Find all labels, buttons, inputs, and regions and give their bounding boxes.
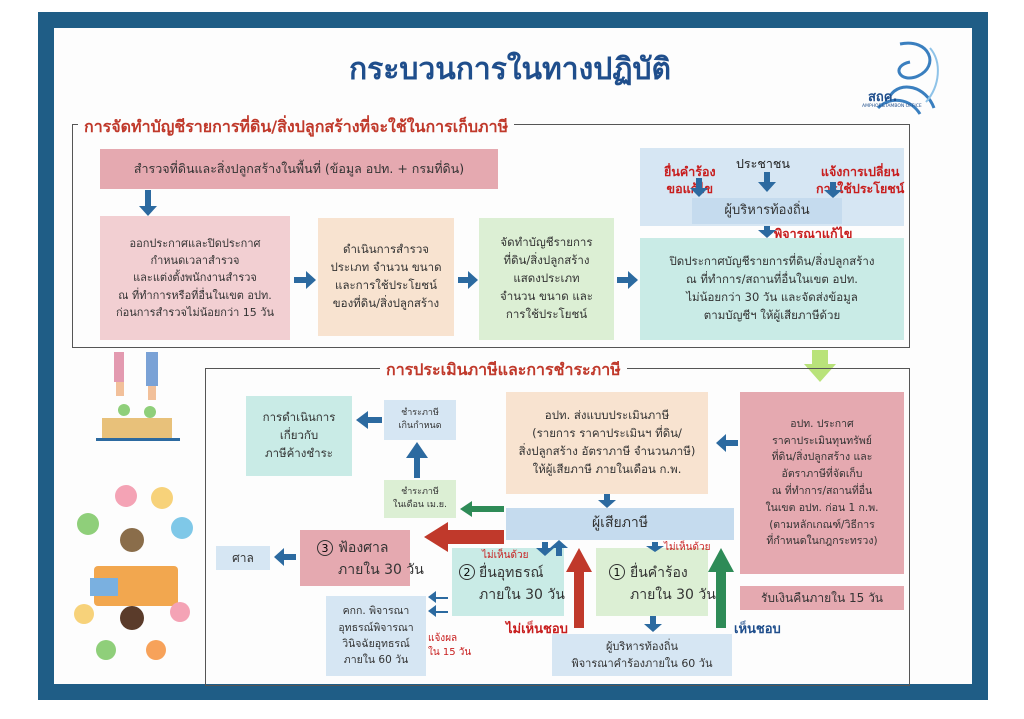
not-agree-label: ไม่เห็นชอบ [506, 622, 568, 637]
make-list-box: จัดทำบัญชีรายการ ที่ดิน/สิ่งปลูกสร้าง แส… [479, 218, 614, 340]
admin-consider-box: ผู้บริหารท้องถิ่น พิจารณาคำร้องภายใน 60 … [552, 634, 732, 676]
meeting-illustration [74, 485, 193, 660]
consider-fix-label: พิจารณาแก้ไข [774, 226, 853, 241]
pay-april-box: ชำระภาษี ในเดือน เม.ย. [384, 480, 456, 518]
taxpayer-box: ผู้เสียภาษี [506, 508, 734, 540]
page-title: กระบวนการในทางปฏิบัติ [348, 52, 672, 87]
refund-box: รับเงินคืนภายใน 15 วัน [740, 586, 904, 610]
agree-label: เห็นชอบ [734, 622, 781, 637]
section2-title: การประเมินภาษีและการชำระภาษี [380, 358, 627, 383]
arrears-box: การดำเนินการ เกี่ยวกับ ภาษีค้างชำระ [246, 396, 352, 476]
post-list-box: ปิดประกาศบัญชีรายการที่ดิน/สิ่งปลูกสร้าง… [640, 238, 904, 340]
announce-box: ออกประกาศและปิดประกาศ กำหนดเวลาสำรวจ และ… [100, 216, 290, 340]
appeal-court-box [300, 530, 410, 586]
committee-box: คกก. พิจารณา อุทธรณ์พิจารณา วินิจฉัยอุทธ… [326, 596, 426, 676]
survey-box: สำรวจที่ดินและสิ่งปลูกสร้างในพื้นที่ (ข้… [100, 149, 498, 189]
appeal-box [452, 548, 564, 616]
people-label: ประชาชน [736, 156, 790, 171]
appeal-label: ยื่นอุทธรณ์ ภายใน 30 วัน [479, 565, 565, 604]
section1-title: การจัดทำบัญชีรายการที่ดิน/สิ่งปลูกสร้างท… [78, 115, 515, 140]
logo-subtext: AMPHOE&TAMBON OFFICE [862, 104, 922, 109]
appeal-court-number: 3 [317, 540, 333, 556]
logo: สถค. AMPHOE&TAMBON OFFICE [860, 36, 950, 118]
logo-text: สถค. [868, 90, 898, 105]
conduct-survey-box: ดำเนินการสำรวจ ประเภท จำนวน ขนาด และการใ… [318, 218, 454, 336]
request-fix-label: ยื่นคำร้อง ขอแก้ไข [664, 164, 716, 196]
petition-label: ยื่นคำร้อง ภายใน 30 วัน [630, 565, 716, 604]
notify-result-label: แจ้งผล ใน 15 วัน [428, 633, 472, 658]
appeal-number: 2 [459, 564, 475, 580]
disagree-label-left: ไม่เห็นด้วย [482, 550, 529, 561]
local-admin-box: ผู้บริหารท้องถิ่น [692, 198, 842, 224]
petition-box [596, 548, 708, 616]
logo-swirl-icon [876, 41, 939, 115]
petition-number: 1 [609, 564, 625, 580]
announce-price-box: อปท. ประกาศ ราคาประเมินทุนทรัพย์ ที่ดิน/… [740, 392, 904, 574]
hands-money-illustration [96, 352, 180, 441]
notify-change-label: แจ้งการเปลี่ยน การใช้ประโยชน์ [816, 164, 905, 196]
assessment-box: อปท. ส่งแบบประเมินภาษี (รายการ ราคาประเม… [506, 392, 708, 494]
appeal-court-label: ฟ้องศาล ภายใน 30 วัน [338, 540, 424, 579]
disagree-label-right: ไม่เห็นด้วย [664, 542, 711, 553]
court-box: ศาล [216, 546, 270, 570]
pay-late-box: ชำระภาษี เกินกำหนด [384, 400, 456, 440]
